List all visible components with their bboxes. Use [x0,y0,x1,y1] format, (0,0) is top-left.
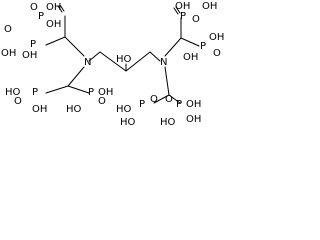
atom-p-ml: P [30,39,36,50]
bond-cb-p3 [45,85,69,94]
atom-oh-br2b: OH [186,114,201,125]
atom-o-mr: O [213,48,221,59]
atom-p-tl: P [38,11,44,22]
bond-n1-cb [67,66,85,87]
atom-o-br1: O [150,94,158,105]
bond-cb-p4 [67,85,90,94]
atom-oh-tl: OH [46,2,61,13]
bond-cc-p6 [180,37,200,47]
bond-c2-c3 [125,51,151,72]
atom-oh-mr1: OH [209,32,224,43]
atom-oh-bm: OH [98,87,113,98]
bond-cd-p7 [153,94,170,104]
atom-oh-mr2: OH [183,52,198,63]
atom-oh-ml2: OH [22,50,37,61]
bond-c3-n2 [149,51,161,62]
structure-svg: N N HO O P OH OH O P OH OH HO P O OH P H… [1,1,224,128]
bonds [45,4,200,104]
atom-n2: N [160,57,167,68]
atom-oh-tr1: OH [175,1,190,12]
atom-o-ml: O [4,24,12,35]
bond-n1-ca [64,36,85,57]
atom-o-bm: O [98,96,106,107]
atom-p-br2: P [176,99,182,110]
bond-n2-cd [164,66,170,96]
atom-oh-ml: OH [1,48,16,59]
bond-p2-o-b [59,4,65,12]
bond-n2-cc [164,37,182,57]
atom-n1: N [84,57,91,68]
bond-c1-c2 [99,51,127,72]
atom-oh-br2: OH [186,99,201,110]
bond-cd-p8 [168,94,181,104]
atom-ho-br1: HO [116,104,132,115]
bond-ca-p1 [45,36,66,46]
atom-p-bl: P [32,87,38,98]
atom-o-tr: O [192,14,200,25]
atom-o-tl: O [30,2,38,13]
atom-oh-tr2: OH [202,1,217,12]
atom-p-mr: P [200,41,206,52]
atom-ho-br1b: HO [120,117,136,128]
bond-p5-o [173,7,179,15]
atom-o-bl: O [14,96,22,107]
bond-p2-o [57,5,63,13]
atom-labels: N N HO O P OH OH O P OH OH HO P O OH P H… [1,1,224,128]
atom-p-tr: P [180,11,186,22]
atom-p-bm: P [88,87,94,98]
atom-o-br2: O [165,94,173,105]
atom-oh-tl2: OH [46,19,61,30]
chemical-structure-diagram: N N HO O P OH OH O P OH OH HO P O OH P H… [0,0,235,129]
atom-oh-bl: OH [32,104,47,115]
bond-n1-c1 [88,51,101,62]
bond-p5-o-b [175,6,181,14]
atom-p-br1: P [139,99,145,110]
atom-ho-central: HO [116,54,132,65]
atom-ho-br2: HO [160,117,176,128]
atom-ho-bl: HO [5,87,21,98]
atom-ho-bm: HO [66,104,82,115]
